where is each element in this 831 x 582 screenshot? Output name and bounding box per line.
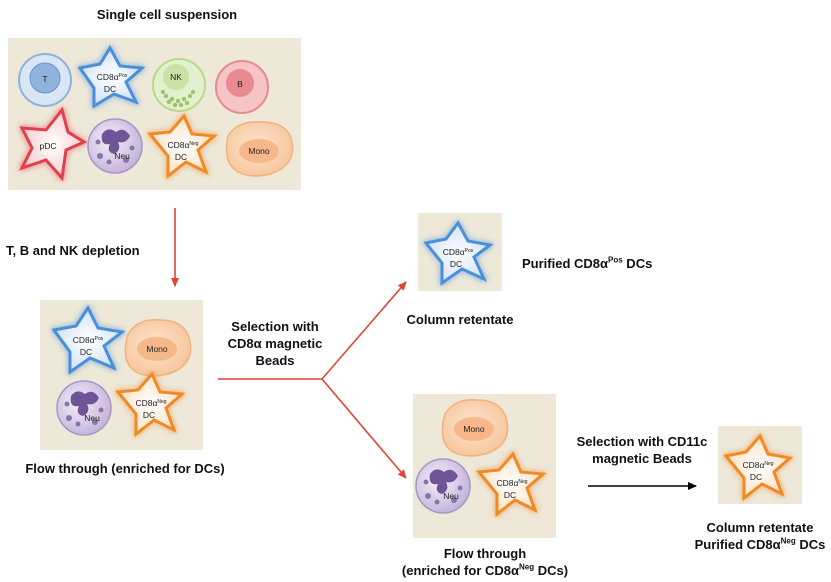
cd8-neg-dc-icon [115, 371, 186, 438]
flow-through-cd8-neg-line2: (enriched for CD8αNeg DCs) [401, 562, 569, 578]
cd8-neg-dc-label: CD8αNeg [167, 140, 198, 150]
single-cell-suspension-cells: T CD8αPos DC NK B pDC Neu [18, 45, 294, 182]
cd8-selection-label: Selection with CD8α magnetic Beads [215, 318, 335, 369]
purified-cd8-pos-sup: Pos [608, 255, 623, 265]
nk-cell-label: NK [170, 72, 182, 82]
monocyte-label: Mono [146, 344, 168, 354]
cd8-pos-dc-label: CD8αPos [443, 247, 474, 257]
cd8-pos-dc-sublabel: DC [80, 347, 92, 357]
flow-through-enriched-label: Flow through (enriched for DCs) [25, 461, 225, 476]
column-retentate-1-label: Column retentate [406, 312, 514, 327]
cd8-neg-dc-sublabel: DC [504, 490, 516, 500]
cd8-neg-dc-sublabel: DC [175, 152, 187, 162]
cd8-neg-dc-icon [723, 433, 794, 502]
cd8-neg-dc-sublabel: DC [750, 472, 762, 482]
column-retentate-2-line1: Column retentate [706, 520, 814, 535]
cd8-selection-line3: Beads [255, 353, 295, 368]
purified-cd8-pos-suffix: DCs [622, 256, 653, 271]
purified-cd8-pos-prefix: Purified CD8α [522, 256, 609, 271]
t-cell-label: T [42, 74, 47, 84]
purified-cd8-pos-cells: CD8αPos DC [423, 220, 494, 286]
b-cell-icon: B [215, 60, 269, 114]
cd8-neg-dc-label: CD8αNeg [135, 398, 166, 408]
purified-cd8-neg-label: Purified CD8αNeg DCs [694, 536, 826, 552]
cd8-neg-dc-label: CD8αNeg [742, 460, 773, 470]
cd8-neg-dc-sublabel: DC [143, 410, 155, 420]
cd8-selection-line2: CD8α magnetic [227, 336, 323, 351]
monocyte-label: Mono [463, 424, 485, 434]
cd8-pos-dc-sublabel: DC [104, 84, 116, 94]
column-retentate-2-label: Column retentate Purified CD8αNeg DCs [680, 519, 831, 553]
monocyte-label: Mono [248, 146, 270, 156]
cd8-selection-line1: Selection with [231, 319, 319, 334]
enriched-cd8-neg-cells: Mono Neu CD8αNeg DC [415, 399, 547, 518]
purified-cd8-pos-label: Purified CD8αPos DCs [522, 255, 652, 272]
pdc-label: pDC [39, 141, 56, 151]
single-cell-suspension-label: Single cell suspension [96, 7, 238, 22]
flow-through-cd8-neg-line1: Flow through [443, 546, 527, 561]
neutrophil-icon: Neu [415, 458, 471, 514]
depletion-label: T, B and NK depletion [6, 243, 140, 258]
t-cell-icon: T [18, 53, 72, 107]
monocyte-icon: Mono [225, 121, 294, 177]
cd8-pos-dc-icon [423, 220, 494, 286]
monocyte-icon: Mono [124, 319, 192, 377]
enriched-dc-cells: CD8αPos DC Mono Neu CD8αNeg DC [51, 305, 192, 438]
pdc-icon [19, 106, 88, 182]
purified-cd8-neg-cells: CD8αNeg DC [723, 433, 794, 502]
cd8-pos-dc-icon [51, 305, 126, 375]
neutrophil-icon: Neu [56, 380, 112, 436]
cd11c-selection-line1: Selection with CD11c [576, 434, 708, 449]
cd8-pos-dc-label: CD8αPos [97, 72, 128, 82]
neutrophil-label: Neu [84, 413, 100, 423]
cd8-neg-dc-icon [476, 451, 547, 518]
monocyte-icon: Mono [441, 399, 509, 457]
cd8-neg-dc-icon [147, 113, 218, 180]
b-cell-label: B [237, 79, 243, 89]
neutrophil-label: Neu [443, 491, 459, 501]
neutrophil-icon: Neu [87, 118, 143, 174]
cd11c-selection-label: Selection with CD11c magnetic Beads [562, 433, 722, 467]
flow-through-cd8-neg-label: Flow through (enriched for CD8αNeg DCs) [380, 545, 590, 579]
cd8-pos-dc-sublabel: DC [450, 259, 462, 269]
cd11c-selection-line2: magnetic Beads [592, 451, 692, 466]
cd8-pos-dc-label: CD8αPos [73, 335, 104, 345]
nk-cell-icon: NK [152, 58, 206, 112]
neutrophil-label: Neu [114, 151, 130, 161]
cd8-neg-dc-label: CD8αNeg [496, 478, 527, 488]
cd8-pos-dc-icon [77, 45, 146, 109]
